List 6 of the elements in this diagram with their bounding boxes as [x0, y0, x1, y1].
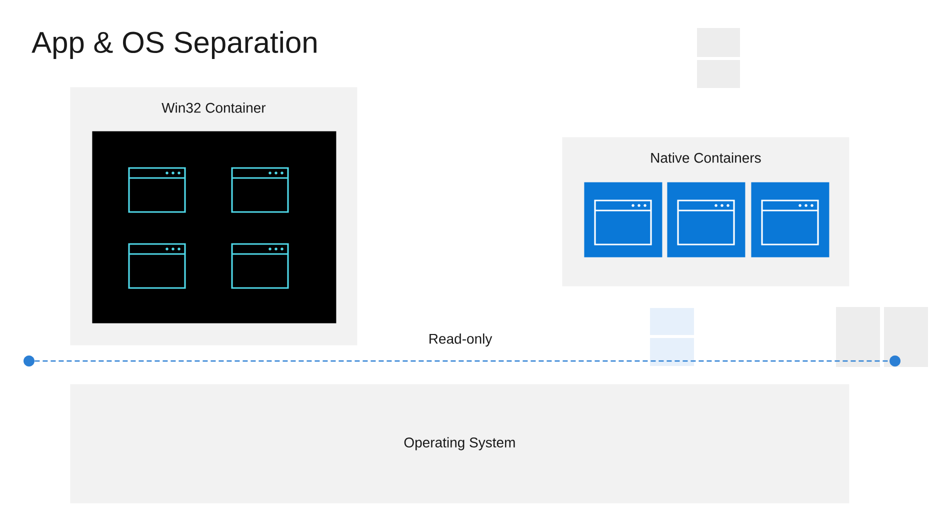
dashed-line [34, 360, 890, 362]
system-band: Operating System [70, 384, 850, 504]
endpoint-dot [890, 356, 900, 366]
edge-label: Read-only [427, 332, 494, 348]
title: App & OS Separation [32, 31, 316, 59]
endpoint-dot [24, 356, 34, 366]
